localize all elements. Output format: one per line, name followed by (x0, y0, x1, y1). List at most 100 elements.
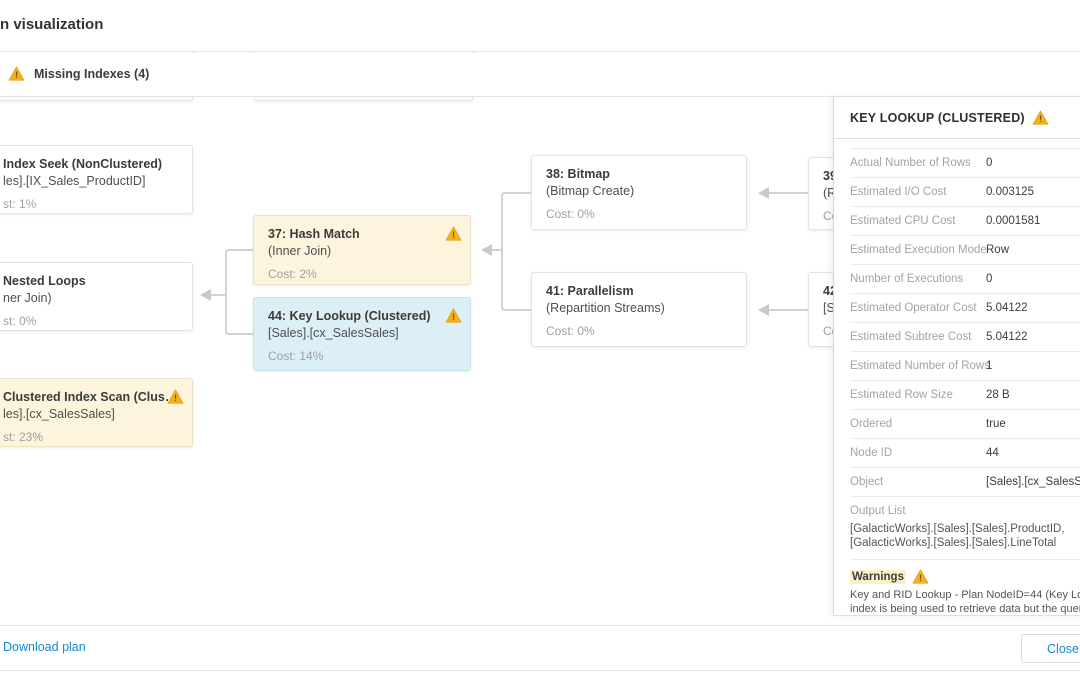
property-value: true (986, 418, 1006, 430)
warning-icon: ! (445, 226, 462, 241)
node-title: 44: Key Lookup (Clustered) (268, 309, 431, 323)
download-plan-link[interactable]: Download plan (3, 640, 86, 654)
warning-icon: ! (445, 308, 462, 323)
arrow-left-icon (758, 304, 769, 316)
property-label: Estimated CPU Cost (850, 215, 956, 227)
output-list-line: [GalacticWorks].[Sales].[Sales].ProductI… (850, 523, 1065, 535)
property-value: [Sales].[cx_SalesSales] (986, 476, 1080, 488)
arrow-left-icon (481, 244, 492, 256)
property-label: Object (850, 476, 884, 488)
property-row: Estimated Operator Cost 5.04122 (850, 294, 1080, 323)
property-row: Ordered true (850, 410, 1080, 439)
node-details-panel: KEY LOOKUP (CLUSTERED) ! Actual Number o… (833, 97, 1080, 616)
plan-node-key-lookup[interactable]: ! 44: Key Lookup (Clustered) [Sales].[cx… (253, 297, 471, 371)
svg-text:!: ! (919, 573, 922, 583)
output-list-label: Output List (850, 505, 906, 517)
plan-node-parallelism[interactable]: 41: Parallelism (Repartition Streams) Co… (531, 272, 747, 347)
property-label: Estimated Execution Mode (850, 244, 987, 256)
missing-indexes-bar: ! Missing Indexes (4) (0, 53, 1080, 97)
row-divider (850, 139, 1080, 149)
warnings-section: Warnings ! Key and RID Lookup - Plan Nod… (850, 560, 1080, 615)
arrow-left-icon (200, 289, 211, 301)
property-label: Node ID (850, 447, 893, 459)
property-label: Estimated Number of Rows (850, 360, 990, 372)
node-cost: Cost: 14% (268, 349, 324, 363)
node-cost: Cost: 2% (268, 267, 317, 281)
property-value: 0 (986, 273, 993, 285)
node-object: (Repartition Streams) (546, 301, 665, 315)
output-list-section: Output List [GalacticWorks].[Sales].[Sal… (850, 497, 1080, 560)
node-title: 37: Hash Match (268, 227, 360, 241)
property-value: 5.04122 (986, 331, 1028, 343)
plan-node-bitmap[interactable]: 38: Bitmap (Bitmap Create) Cost: 0% (531, 155, 747, 230)
page-title: n visualization (0, 16, 104, 33)
plan-node-nested-loops[interactable]: Nested Loops ner Join) st: 0% (0, 262, 193, 331)
panel-scroll-area[interactable]: Actual Number of Rows 0 Estimated I/O Co… (834, 139, 1080, 615)
property-row: Estimated CPU Cost 0.0001581 (850, 207, 1080, 236)
property-row: Estimated Number of Rows 1 (850, 352, 1080, 381)
node-title: 38: Bitmap (546, 167, 610, 181)
warnings-label: Warnings (850, 569, 906, 584)
warning-icon: ! (8, 66, 25, 81)
property-row: Node ID 44 (850, 439, 1080, 468)
property-value: 0.0001581 (986, 215, 1041, 227)
property-value: 1 (986, 360, 993, 372)
node-cost: Cost: 0% (546, 324, 595, 338)
property-row: Estimated Subtree Cost 5.04122 (850, 323, 1080, 352)
plan-node-clustered-index-scan[interactable]: ! Clustered Index Scan (Clus… les].[cx_S… (0, 378, 193, 447)
svg-text:!: ! (15, 70, 18, 80)
svg-text:!: ! (452, 230, 455, 240)
node-object: les].[IX_Sales_ProductID] (3, 174, 146, 188)
property-value: Row (986, 244, 1010, 256)
node-object: (Inner Join) (268, 244, 332, 258)
warning-icon: ! (1032, 110, 1049, 125)
property-value: 0 (986, 157, 993, 169)
property-label: Estimated Operator Cost (850, 302, 977, 314)
property-label: Ordered (850, 418, 893, 430)
warning-icon: ! (912, 569, 929, 584)
close-button[interactable]: Close (1021, 634, 1080, 663)
warning-text-line: index is being used to retrieve data but… (850, 602, 1080, 615)
property-value: 0.003125 (986, 186, 1034, 198)
plan-node-hash-match[interactable]: ! 37: Hash Match (Inner Join) Cost: 2% (253, 215, 471, 285)
node-object: [Sales].[cx_SalesSales] (268, 326, 399, 340)
svg-text:!: ! (174, 393, 177, 403)
panel-title: KEY LOOKUP (CLUSTERED) (850, 110, 1025, 125)
arrow-left-icon (758, 187, 769, 199)
node-title: Nested Loops (3, 274, 86, 288)
warning-text-line: Key and RID Lookup - Plan NodeID=44 (Key… (850, 589, 1080, 601)
property-label: Number of Executions (850, 273, 964, 285)
svg-text:!: ! (452, 312, 455, 322)
node-cost: st: 0% (3, 314, 37, 328)
property-label: Estimated Subtree Cost (850, 331, 972, 343)
node-object: (Bitmap Create) (546, 184, 635, 198)
svg-text:!: ! (1039, 114, 1042, 124)
property-row: Estimated I/O Cost 0.003125 (850, 178, 1080, 207)
property-value: 5.04122 (986, 302, 1028, 314)
property-label: Estimated I/O Cost (850, 186, 947, 198)
node-title: Index Seek (NonClustered) (3, 157, 163, 171)
warning-icon: ! (167, 389, 184, 404)
property-row: Object [Sales].[cx_SalesSales] (850, 468, 1080, 497)
node-object: les].[cx_SalesSales] (3, 407, 115, 421)
property-row: Actual Number of Rows 0 (850, 149, 1080, 178)
footer-bar: Download plan Close (0, 625, 1080, 671)
property-value: 44 (986, 447, 999, 459)
property-row: Estimated Row Size 28 B (850, 381, 1080, 410)
node-object: ner Join) (3, 291, 52, 305)
missing-indexes-label: Missing Indexes (4) (34, 66, 150, 81)
property-label: Actual Number of Rows (850, 157, 971, 169)
title-bar: n visualization (0, 0, 1080, 52)
panel-header: KEY LOOKUP (CLUSTERED) ! (834, 97, 1080, 139)
property-label: Estimated Row Size (850, 389, 953, 401)
node-cost: Cost: 0% (546, 207, 595, 221)
plan-node-index-seek[interactable]: Index Seek (NonClustered) les].[IX_Sales… (0, 145, 193, 214)
node-cost: st: 1% (3, 197, 37, 211)
property-row: Estimated Execution Mode Row (850, 236, 1080, 265)
plan-connector-lines (200, 187, 808, 335)
node-title: Clustered Index Scan (Clus… (3, 390, 171, 404)
output-list-line: [GalacticWorks].[Sales].[Sales].LineTota… (850, 537, 1057, 549)
missing-indexes-toggle[interactable]: ! Missing Indexes (4) (8, 66, 149, 81)
node-cost: st: 23% (3, 430, 44, 444)
